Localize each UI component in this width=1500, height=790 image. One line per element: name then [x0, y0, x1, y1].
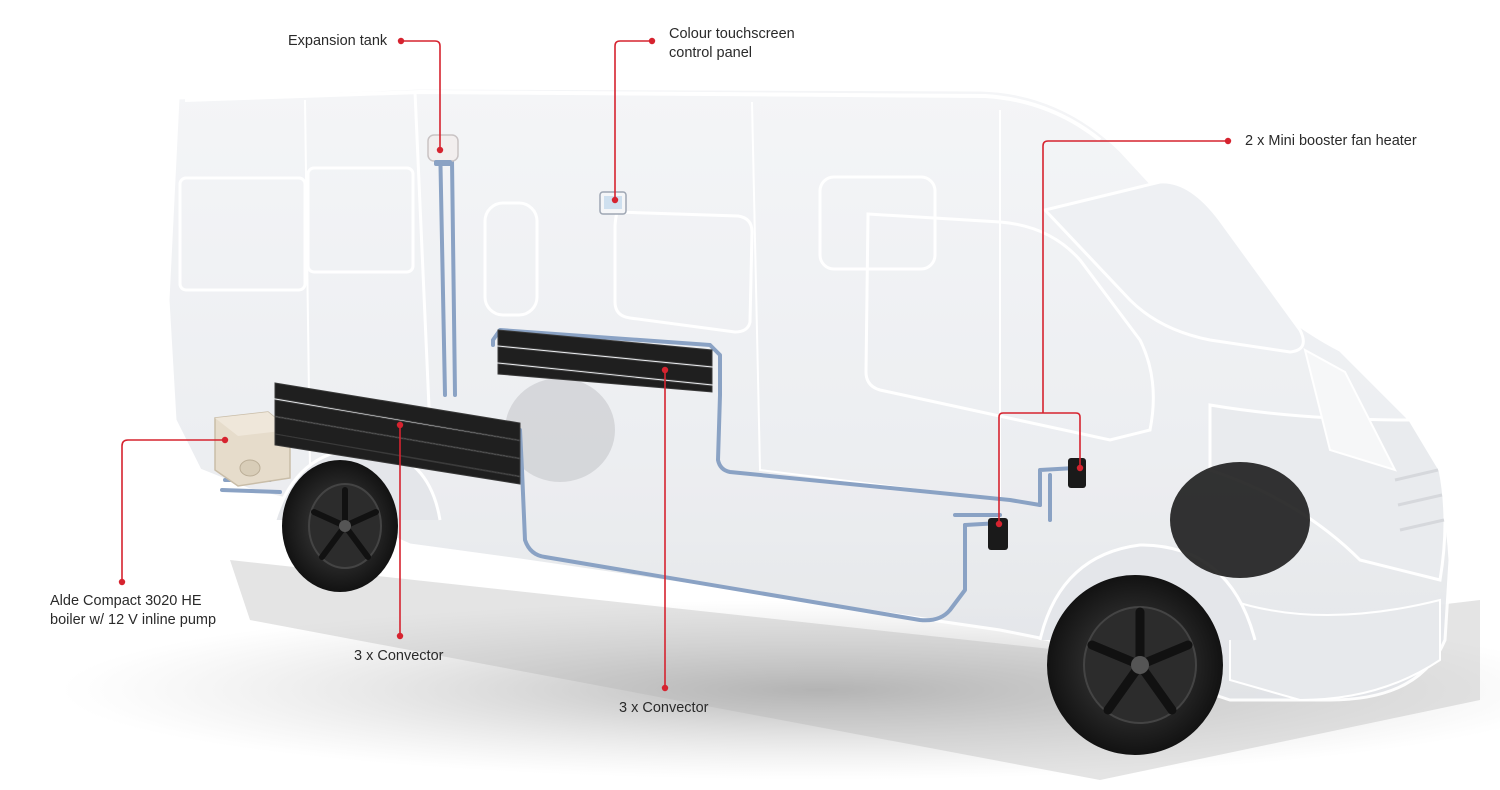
control-panel-part	[599, 191, 627, 215]
side-window-3	[818, 175, 937, 271]
leader-boiler	[121, 439, 225, 582]
dot-panel-label	[648, 37, 656, 45]
label-boiler: Alde Compact 3020 HE boiler w/ 12 V inli…	[50, 593, 217, 628]
inner-wheel-well	[505, 378, 615, 482]
windscreen	[1042, 180, 1305, 354]
roof-line	[184, 89, 1102, 142]
dot-convector-rear-label	[396, 632, 404, 640]
dot-fan-part-1	[995, 520, 1003, 528]
expansion-tank-part	[427, 134, 459, 166]
label-fan-heater: 2 x Mini booster fan heater	[1245, 133, 1417, 149]
dot-convector-mid-label	[661, 684, 669, 692]
dot-convector-mid-part	[661, 366, 669, 374]
convector-rear-part	[274, 382, 521, 485]
dot-boiler-label	[118, 578, 126, 586]
rear-wheel	[282, 460, 398, 592]
label-expansion-tank: Expansion tank	[288, 33, 388, 49]
dot-fan-label	[1224, 137, 1232, 145]
front-wheel	[1047, 575, 1223, 755]
convector-mid-part	[497, 329, 713, 393]
leader-expansion-tank	[401, 40, 441, 150]
front-inner-well	[1170, 462, 1310, 578]
label-convector-mid: 3 x Convector	[619, 700, 709, 716]
side-window-2	[613, 210, 754, 334]
dot-convector-rear-part	[396, 421, 404, 429]
rear-window-left	[178, 176, 307, 292]
leader-control-panel	[614, 40, 652, 200]
fan-heater-parts	[988, 458, 1086, 550]
headlight	[1303, 348, 1397, 472]
grille-line-1	[1394, 468, 1439, 482]
side-window-1	[483, 201, 539, 317]
leader-dots	[118, 37, 1232, 692]
dot-fan-part-2	[1076, 464, 1084, 472]
label-convector-rear: 3 x Convector	[354, 648, 444, 664]
dot-expansion-part	[436, 146, 444, 154]
front-bumper	[1229, 598, 1441, 702]
leader-lines	[121, 40, 1228, 688]
dot-expansion-label	[397, 37, 405, 45]
front-door-window	[864, 212, 1155, 442]
grille-line-2	[1397, 493, 1443, 507]
leader-fan-heater	[998, 140, 1228, 524]
boiler-part	[214, 411, 291, 487]
label-control-panel: Colour touchscreen control panel	[669, 26, 795, 61]
grille-line-3	[1399, 518, 1445, 532]
rear-pillar	[413, 91, 432, 431]
dot-boiler-part	[221, 436, 229, 444]
rear-window-right	[306, 166, 415, 274]
pipework	[220, 138, 1077, 623]
dot-panel-part	[611, 196, 619, 204]
